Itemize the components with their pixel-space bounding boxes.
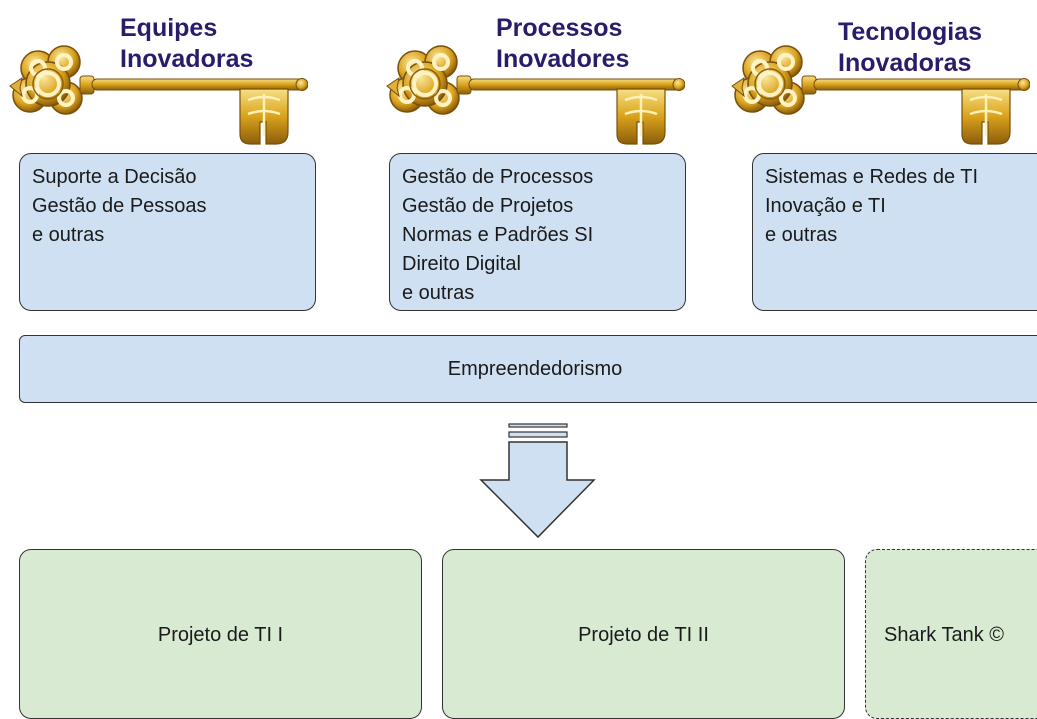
foundation-label: Empreendedorismo bbox=[447, 358, 623, 380]
area-item: e outras bbox=[32, 224, 105, 246]
area-item: Direito Digital bbox=[402, 253, 521, 275]
pillar-title-line1: Equipes bbox=[120, 14, 218, 42]
area-item: e outras bbox=[765, 224, 838, 246]
area-item: Gestão de Pessoas bbox=[32, 195, 207, 217]
area-item: Normas e Padrões SI bbox=[402, 224, 594, 246]
pillar-title-line2: Inovadores bbox=[496, 45, 630, 73]
pillar-title-line1: Tecnologias bbox=[838, 18, 983, 46]
area-item: Inovação e TI bbox=[765, 195, 886, 217]
pillar-title-line2: Inovadoras bbox=[120, 45, 254, 73]
pillar-title-line2: Inovadoras bbox=[838, 49, 972, 77]
project-label: Shark Tank © bbox=[884, 624, 1004, 646]
area-item: Gestão de Projetos bbox=[402, 195, 574, 217]
project-box-shark-tank: Shark Tank © bbox=[865, 549, 1037, 719]
project-label: Projeto de TI I bbox=[157, 624, 284, 646]
pillar-title-processos: Processos Inovadores bbox=[496, 13, 629, 75]
pillar-title-equipes: Equipes Inovadoras bbox=[120, 13, 253, 75]
project-label: Projeto de TI II bbox=[578, 624, 709, 646]
area-box-processos: Gestão de Processos Gestão de Projetos N… bbox=[389, 153, 686, 311]
area-item: Suporte a Decisão bbox=[32, 166, 197, 188]
area-item: Gestão de Processos bbox=[402, 166, 594, 188]
area-item: Sistemas e Redes de TI bbox=[765, 166, 979, 188]
area-item: e outras bbox=[402, 282, 475, 304]
pillar-title-line1: Processos bbox=[496, 14, 623, 42]
pillar-title-tecnologias: Tecnologias Inovadoras bbox=[838, 17, 982, 79]
project-box-ti-2: Projeto de TI II bbox=[442, 549, 845, 719]
area-box-tecnologias: Sistemas e Redes de TI Inovação e TI e o… bbox=[752, 153, 1037, 311]
foundation-bar: Empreendedorismo bbox=[19, 335, 1037, 403]
project-box-ti-1: Projeto de TI I bbox=[19, 549, 422, 719]
down-arrow-icon bbox=[475, 420, 601, 549]
area-box-equipes: Suporte a Decisão Gestão de Pessoas e ou… bbox=[19, 153, 316, 311]
